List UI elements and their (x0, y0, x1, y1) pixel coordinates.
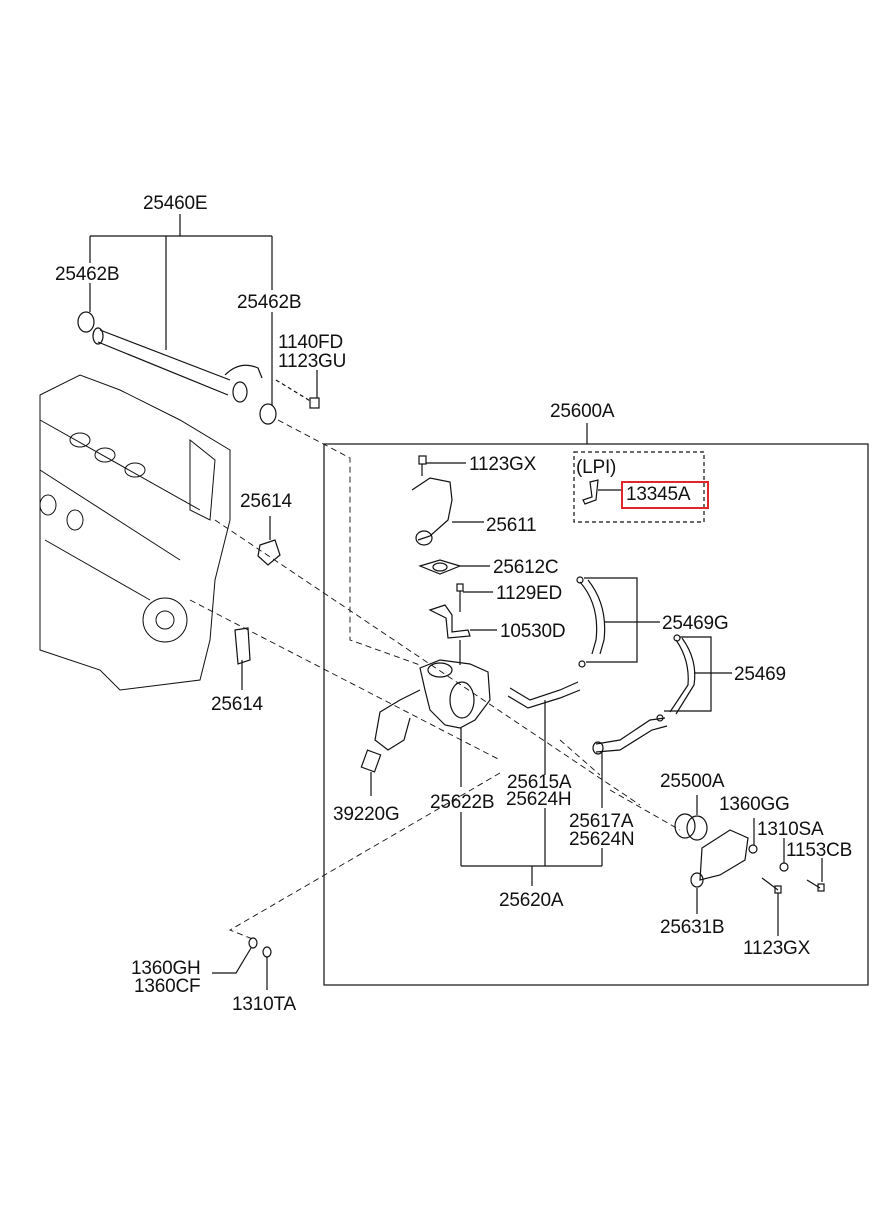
label-1129ED[interactable]: 1129ED (496, 583, 563, 604)
pipe-25615A (507, 681, 581, 775)
leader-25460E (89, 214, 273, 405)
label-25462B-right[interactable]: 25462B (237, 292, 302, 313)
label-25460E[interactable]: 25460E (143, 193, 208, 214)
o-ring-25462B-right (259, 403, 277, 425)
hose-25469 (656, 634, 732, 722)
gasket-25612C (418, 559, 490, 575)
label-1360CF[interactable]: 1360CF (134, 976, 201, 997)
label-1310TA[interactable]: 1310TA (232, 994, 296, 1015)
water-pipe-25460E (92, 327, 263, 403)
label-25622B[interactable]: 25622B (430, 792, 495, 813)
label-25469G[interactable]: 25469G (662, 613, 729, 634)
label-25614-lower[interactable]: 25614 (211, 694, 263, 715)
label-1360GH[interactable]: 1360GH (131, 958, 201, 979)
label-25620A[interactable]: 25620A (499, 890, 564, 911)
sensor-39220G (360, 749, 382, 796)
label-25617A[interactable]: 25617A (569, 811, 634, 832)
lpi-box (573, 451, 705, 523)
label-25614-upper[interactable]: 25614 (240, 491, 292, 512)
label-1123GX-bottom[interactable]: 1123GX (743, 938, 811, 959)
label-1310SA[interactable]: 1310SA (757, 819, 824, 840)
label-25500A[interactable]: 25500A (660, 771, 725, 792)
bracket-13345A (582, 479, 622, 505)
label-25612C[interactable]: 25612C (493, 557, 559, 578)
label-25624N[interactable]: 25624N (569, 829, 635, 850)
thermostat-housing-25620A (374, 659, 491, 751)
water-outlet-25611 (411, 477, 484, 546)
nut-1360GG (748, 818, 758, 854)
label-25469[interactable]: 25469 (734, 664, 786, 685)
assembly-box-25600A (323, 423, 869, 986)
label-39220G[interactable]: 39220G (333, 804, 400, 825)
label-1153CB[interactable]: 1153CB (786, 840, 853, 861)
nut-1310TA (262, 946, 272, 990)
label-25600A[interactable]: 25600A (550, 401, 615, 422)
label-25611[interactable]: 25611 (486, 515, 537, 536)
nut-1310SA (779, 838, 789, 872)
label-25462B-left[interactable]: 25462B (55, 264, 120, 285)
bracket-10530D (428, 604, 497, 665)
label-1140FD[interactable]: 1140FD (278, 332, 343, 353)
label-lpi: (LPI) (576, 457, 617, 478)
gasket-25614-upper (257, 516, 281, 566)
hose-25469G (576, 576, 660, 668)
bolt-1129ED (456, 583, 493, 612)
label-1360GG[interactable]: 1360GG (719, 794, 790, 815)
label-25624H[interactable]: 25624H (506, 789, 572, 810)
bolt-1153CB (806, 858, 825, 892)
o-ring-25462B-left (77, 311, 95, 333)
label-1123GU[interactable]: 1123GU (278, 351, 347, 372)
dashed-guides (189, 419, 681, 941)
label-25631B[interactable]: 25631B (660, 917, 725, 938)
engine-block (39, 374, 231, 691)
nut-1360GH (212, 937, 258, 974)
water-inlet-25631B (690, 829, 749, 914)
highlight-box-13345A (621, 481, 709, 509)
gasket-25614-lower (234, 627, 251, 690)
label-10530D[interactable]: 10530D (500, 621, 566, 642)
label-25615A[interactable]: 25615A (507, 772, 572, 793)
bolt-1123GX-top (418, 455, 466, 476)
pipe-25617A (592, 717, 668, 808)
label-13345A[interactable]: 13345A (626, 484, 691, 505)
bolt-1140FD (275, 370, 320, 409)
label-1123GX-top[interactable]: 1123GX (469, 454, 537, 475)
thermostat-25500A (674, 795, 708, 841)
leader-25620A (460, 728, 603, 886)
bolt-1123GX-bottom (761, 877, 782, 936)
